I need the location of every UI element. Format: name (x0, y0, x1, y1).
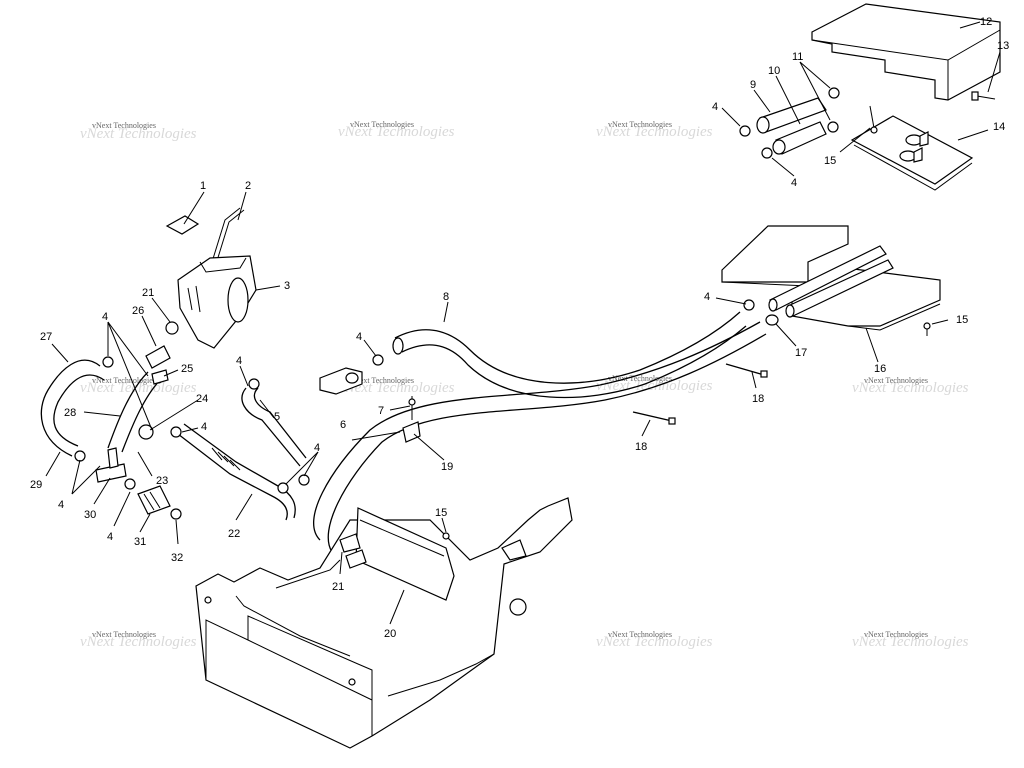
callout-6: 6 (340, 419, 346, 431)
callout-9: 9 (750, 79, 756, 91)
watermark-ghost: vNext Technologies (596, 124, 713, 140)
callout-25: 25 (181, 363, 193, 375)
watermark: vNext Technologies (92, 630, 156, 639)
callout-2: 2 (245, 180, 251, 192)
callout-16: 16 (874, 363, 886, 375)
callout-26: 26 (132, 305, 144, 317)
fitting-part-26 (145, 321, 179, 369)
watermark: vNext Technologies (864, 630, 928, 639)
watermark-ghost: vNext Technologies (80, 126, 197, 142)
callout-18: 18 (635, 441, 647, 453)
dipstick-part-2 (211, 207, 245, 265)
callout-14: 14 (993, 121, 1005, 133)
fitting-part-15-bottom (442, 532, 450, 540)
callout-15: 15 (435, 507, 447, 519)
watermark: vNext Technologies (350, 376, 414, 385)
callout-11: 11 (792, 51, 803, 63)
callout-4: 4 (102, 311, 108, 323)
callout-15: 15 (824, 155, 836, 167)
fitting-part-25 (151, 369, 169, 385)
callout-4: 4 (58, 499, 64, 511)
cover-part-12 (811, 3, 1001, 101)
callout-4: 4 (791, 177, 797, 189)
watermark: vNext Technologies (608, 374, 672, 383)
callout-13: 13 (997, 40, 1009, 52)
watermark: vNext Technologies (608, 630, 672, 639)
callout-19: 19 (441, 461, 453, 473)
callout-4: 4 (236, 355, 242, 367)
callout-3: 3 (284, 280, 290, 292)
watermark: vNext Technologies (608, 120, 672, 129)
callout-27: 27 (40, 331, 52, 343)
leader-lines (45, 21, 1001, 625)
callout-15: 15 (956, 314, 968, 326)
fitting-part-15-right (923, 322, 931, 336)
callout-4: 4 (712, 101, 718, 113)
hose-part-9 (756, 97, 827, 134)
clamps-heat-exchanger (743, 299, 779, 326)
watermark: vNext Technologies (350, 120, 414, 129)
watermark-ghost: vNext Technologies (852, 380, 969, 396)
heat-exchanger-part-16 (721, 225, 941, 331)
reservoir-part-3 (177, 255, 257, 349)
callout-24: 24 (196, 393, 208, 405)
bracket-part-14 (850, 115, 974, 191)
clamps-top-right (739, 87, 840, 159)
callout-10: 10 (768, 65, 780, 77)
watermark: vNext Technologies (864, 376, 928, 385)
callout-22: 22 (228, 528, 240, 540)
watermark-ghost: vNext Technologies (338, 380, 455, 396)
callout-12: 12 (980, 16, 992, 28)
callout-21: 21 (332, 581, 344, 593)
callout-8: 8 (443, 291, 449, 303)
hose-part-10 (772, 121, 827, 155)
bolt-part-13 (971, 91, 996, 101)
callout-30: 30 (84, 509, 96, 521)
filter-part-31 (137, 485, 171, 515)
cap-part-1 (165, 215, 200, 235)
watermark-ghost: vNext Technologies (596, 634, 713, 650)
callout-17: 17 (795, 347, 807, 359)
watermark-ghost: vNext Technologies (80, 634, 197, 650)
watermark-ghost: vNext Technologies (80, 380, 197, 396)
callout-20: 20 (384, 628, 396, 640)
hose-part-5 (241, 387, 307, 467)
hose-part-6 (313, 321, 767, 553)
watermark-ghost: vNext Technologies (852, 634, 969, 650)
watermark: vNext Technologies (92, 121, 156, 130)
fitting-center (319, 354, 384, 395)
callouts: 1 2 3 4 21 26 27 25 24 28 29 4 30 4 31 3… (30, 16, 1009, 640)
watermarks: vNext Technologies vNext Technologies vN… (80, 120, 969, 650)
callout-23: 23 (156, 475, 168, 487)
hose-part-8 (392, 311, 747, 399)
callout-4: 4 (314, 442, 320, 454)
callout-4: 4 (704, 291, 710, 303)
watermark-ghost: vNext Technologies (338, 124, 455, 140)
callout-5: 5 (274, 411, 280, 423)
cable-ties-part-18 (632, 363, 768, 425)
callout-7: 7 (378, 405, 384, 417)
screw-part-7 (408, 396, 416, 420)
callout-32: 32 (171, 552, 183, 564)
hose-part-27 (40, 359, 105, 457)
callout-29: 29 (30, 479, 42, 491)
callout-4: 4 (201, 421, 207, 433)
callout-28: 28 (64, 407, 76, 419)
callout-1: 1 (200, 180, 206, 192)
watermark: vNext Technologies (92, 376, 156, 385)
callout-18: 18 (752, 393, 764, 405)
belly-pan-part-20 (195, 497, 573, 749)
t-fitting-part-30 (95, 447, 127, 483)
callout-21: 21 (142, 287, 154, 299)
clamp-part-19 (402, 421, 421, 443)
callout-31: 31 (134, 536, 146, 548)
fitting-part-15-top (869, 105, 878, 134)
callout-4: 4 (356, 331, 362, 343)
callout-4: 4 (107, 531, 113, 543)
